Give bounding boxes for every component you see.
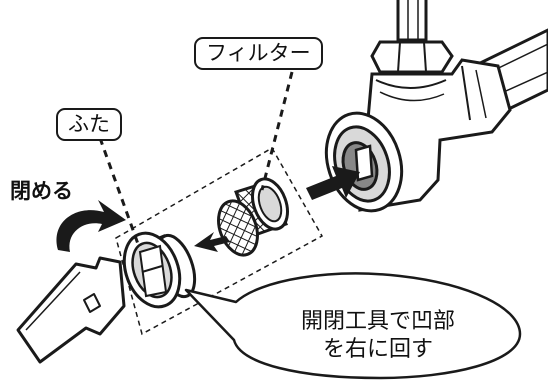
filter-mesh: [217, 177, 289, 257]
instruction-line-2: を右に回す: [322, 336, 433, 362]
opener-tool: [16, 256, 126, 364]
remove-arrow: [194, 232, 230, 252]
speech-bubble: [184, 272, 522, 380]
hex-nut: [370, 40, 454, 74]
instruction-text: 開閉工具で凹部 を右に回す: [268, 308, 488, 363]
lid-label: ふた: [56, 108, 122, 141]
leader-lines: [98, 71, 294, 245]
rotate-arrow: [56, 200, 126, 252]
dashed-frame: [115, 146, 324, 336]
instruction-line-1: 開閉工具で凹部: [300, 309, 455, 334]
insert-arrow: [306, 166, 360, 200]
vertical-pipe: [396, 0, 428, 42]
filter-label: フィルター: [194, 37, 323, 70]
lid-cap: [122, 231, 197, 309]
close-label: 閉める: [10, 179, 73, 203]
